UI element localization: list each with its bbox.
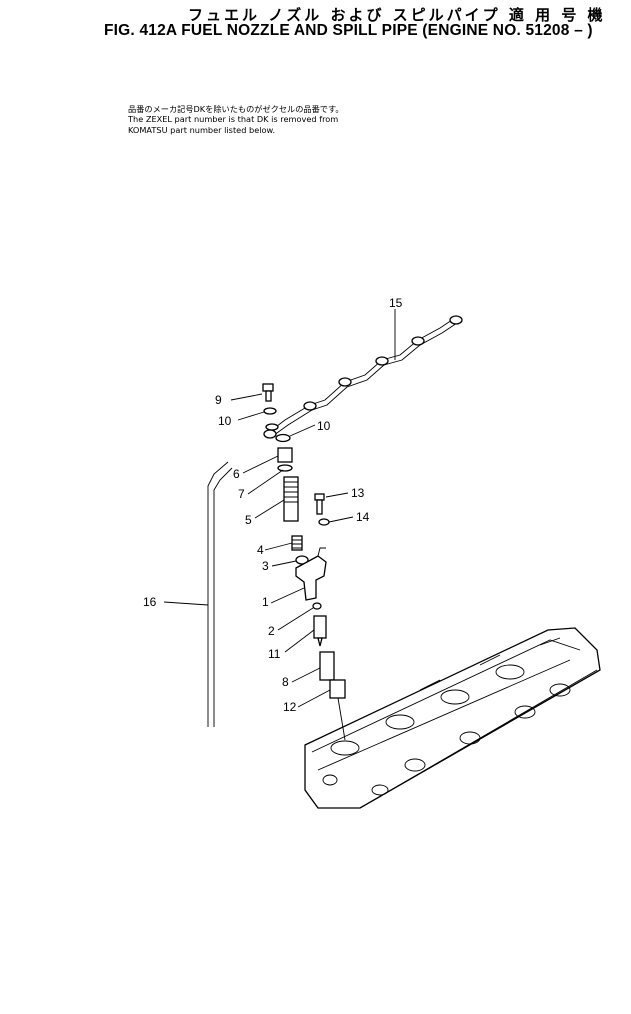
sleeve-5 bbox=[283, 476, 299, 522]
japanese-title: フュエル ノズル および スピルパイプ 適 用 号 機 bbox=[188, 6, 606, 24]
note-line-2: KOMATSU part number listed below. bbox=[128, 125, 276, 135]
callout-16: 16 bbox=[143, 595, 157, 609]
nozzle-tip-11 bbox=[313, 615, 327, 647]
callout-9: 9 bbox=[215, 393, 222, 407]
seal-ring-2 bbox=[312, 602, 322, 610]
callout-11: 11 bbox=[268, 647, 281, 661]
callout-5: 5 bbox=[245, 513, 252, 527]
nozzle-nut-6 bbox=[277, 447, 293, 463]
washer-10-a bbox=[265, 423, 279, 431]
callout-1: 1 bbox=[262, 595, 269, 609]
spill-pipe bbox=[263, 315, 463, 439]
callout-numbers: 15 9 10 10 6 7 13 14 5 4 3 16 1 2 11 8 1… bbox=[143, 296, 403, 714]
callout-2: 2 bbox=[268, 624, 275, 638]
callout-10-right: 10 bbox=[317, 419, 331, 433]
washer-10-upper bbox=[263, 407, 277, 415]
leader-lines bbox=[163, 309, 396, 741]
return-pipe bbox=[207, 461, 233, 727]
callout-10-left: 10 bbox=[218, 414, 232, 428]
note-line-1: The ZEXEL part number is that DK is remo… bbox=[128, 114, 339, 124]
washer-14 bbox=[318, 518, 330, 526]
callout-6: 6 bbox=[233, 467, 240, 481]
figure-title: FIG. 412A FUEL NOZZLE AND SPILL PIPE (EN… bbox=[104, 22, 593, 39]
callout-14: 14 bbox=[356, 510, 370, 524]
callout-13: 13 bbox=[351, 486, 365, 500]
callout-15: 15 bbox=[389, 296, 403, 310]
bolt-9 bbox=[262, 383, 274, 402]
callout-3: 3 bbox=[262, 559, 269, 573]
ring-7 bbox=[277, 464, 293, 472]
callout-8: 8 bbox=[282, 675, 289, 689]
callout-7: 7 bbox=[238, 487, 245, 501]
spring-4 bbox=[291, 535, 303, 551]
sleeve-8 bbox=[319, 651, 335, 681]
washer-10-b bbox=[275, 433, 291, 443]
gasket-12 bbox=[329, 679, 346, 699]
bolt-13 bbox=[314, 493, 325, 515]
callout-12: 12 bbox=[283, 700, 297, 714]
note-line-jp: 品番のメーカ記号DKを除いたものがゼクセルの品番です。 bbox=[128, 104, 344, 114]
nozzle-holder-1 bbox=[295, 547, 327, 601]
cylinder-head bbox=[304, 627, 601, 809]
callout-4: 4 bbox=[257, 543, 264, 557]
